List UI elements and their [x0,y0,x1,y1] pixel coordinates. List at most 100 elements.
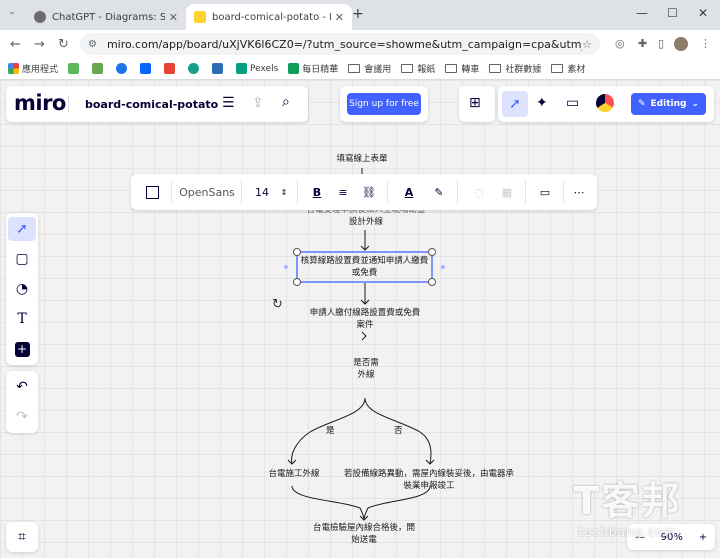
profile-avatar[interactable] [674,37,688,51]
new-tab-icon[interactable]: + [352,6,364,22]
address-bar-row: ← → ↻ ⚙ miro.com/app/board/uXjVK6l6CZ0=/… [0,30,720,58]
tab-search-icon[interactable]: ⌄ [8,7,16,17]
fill-pattern-icon[interactable]: ▦ [501,185,513,199]
reactions-icon[interactable]: ✦ [536,95,548,111]
bookmark-apps[interactable]: 應用程式 [8,62,58,75]
folder-icon [401,64,414,73]
search-icon[interactable]: ⌕ [282,94,290,110]
miro-logo[interactable]: miro [14,91,66,115]
sticky-note-icon[interactable]: ▢ [15,251,29,267]
pencil-icon: ✎ [637,99,646,109]
border-style-icon[interactable]: ◌ [474,185,484,199]
frames-icon[interactable]: ⌗ [18,529,26,545]
apps-add-icon[interactable]: ⊞ [469,95,481,111]
menu-icon[interactable]: ⋮ [700,37,711,50]
menu-icon[interactable]: ☰ [222,95,235,111]
minimize-icon[interactable]: — [636,6,648,20]
text-color-icon[interactable]: A [404,185,414,199]
zoom-out-icon[interactable]: — [634,531,645,543]
bookmark-folder-meeting[interactable]: 會議用 [348,62,391,75]
font-size-input[interactable]: 14 [255,185,269,199]
bookmark-daily[interactable]: 每日精華 [288,62,338,75]
more-tools-icon[interactable]: + [8,337,36,361]
cursor-tool-icon[interactable]: ➚ [502,91,528,117]
bookmark-site[interactable] [140,63,154,74]
sidebar-icon[interactable]: ▯ [658,37,665,50]
highlight-icon[interactable]: ✎ [434,185,444,199]
browser-tab-bar: ⌄ ChatGPT - Diagrams: Show M ✕ board-com… [0,0,720,30]
font-size-stepper-icon[interactable]: ⇕ [280,187,288,197]
node-text-line: 外線 [357,370,375,380]
bookmark-site[interactable] [92,63,106,74]
text-tool-icon[interactable]: T [17,311,27,327]
close-window-icon[interactable]: ✕ [698,6,709,20]
bookmark-site[interactable] [68,63,82,74]
miro-board-canvas[interactable]: miro board-comical-potato ☰ ⇪ ⌕ Sign up … [0,80,720,558]
board-name[interactable]: board-comical-potato [85,98,219,111]
editing-mode-button[interactable]: ✎ Editing ⌄ [631,93,706,115]
apps-panel: ⊞ [459,86,495,122]
node-review[interactable]: 台電受理申請後派人至現場勘查 設計外線 [296,204,436,228]
chatgpt-favicon-icon [34,11,46,23]
bookmark-site[interactable] [164,63,178,74]
zoom-level[interactable]: 90% [660,531,683,543]
comment-icon[interactable]: ▭ [539,185,551,199]
url-bar[interactable]: ⚙ miro.com/app/board/uXjVK6l6CZ0=/?utm_s… [80,33,600,55]
folder-icon [445,64,458,73]
node-relocate[interactable]: 若設備線路異動，需屋內線裝妥後，由電器承 裝業申報竣工 [336,468,522,492]
user-avatar-icon[interactable] [596,94,614,112]
zoom-in-icon[interactable]: + [698,531,708,543]
node-text: 填寫線上表單 [336,154,388,164]
select-tool-icon[interactable]: ➚ [8,217,36,241]
bookmark-pexels[interactable]: Pexels [236,63,278,74]
link-icon[interactable]: ⛓ [362,185,376,199]
sign-up-button[interactable]: Sign up for free [347,93,421,115]
divider [68,95,69,113]
tab-title: ChatGPT - Diagrams: Show M [52,11,165,23]
site-info-icon[interactable]: ⚙ [88,38,97,50]
bookmark-site[interactable] [188,63,202,74]
forward-icon[interactable]: → [34,37,45,52]
node-fill-form[interactable]: 填寫線上表單 [322,153,402,165]
extension-icon[interactable]: ◎ [615,37,625,50]
comments-icon[interactable]: ▭ [566,95,580,111]
share-upload-icon[interactable]: ⇪ [252,95,264,111]
bookmark-label: 轉車 [461,65,480,75]
bookmark-site[interactable] [212,63,226,74]
node-text-line: 裝業申報竣工 [403,481,455,491]
close-tab-icon[interactable]: ✕ [334,10,344,24]
tab-miro[interactable]: board-comical-potato - Miro ✕ [186,4,352,30]
shapes-icon[interactable]: ◔ [15,281,29,297]
bookmark-star-icon[interactable]: ☆ [582,37,592,51]
more-options-icon[interactable]: ⋯ [573,185,585,199]
reload-icon[interactable]: ↻ [58,37,69,52]
node-calc-fee[interactable]: 核算線路設置費並通知申請人繳費 或免費 [297,255,432,279]
bookmark-label: 報紙 [417,65,436,75]
node-inspect[interactable]: 台電檢驗屋內線合格後，開 始送電 [302,522,426,546]
bookmark-folder-news[interactable]: 報紙 [401,62,435,75]
divider [297,180,298,204]
bookmark-folder-assets[interactable]: 素材 [551,62,585,75]
bookmark-label: 每日精華 [302,65,339,75]
node-tpc-build[interactable]: 台電施工外線 [252,468,336,480]
techbang-watermark: T客邦 techbang.com [540,470,715,539]
align-center-icon[interactable]: ≡ [338,185,348,199]
divider [525,180,526,204]
node-need-external[interactable]: 是否需 外線 [336,357,396,381]
bookmark-favicon-icon [116,63,128,74]
node-pay-fee[interactable]: 申請人繳付線路設置費或免費 案件 [300,307,430,331]
bold-icon[interactable]: B [312,185,322,199]
node-text-line: 台電檢驗屋內線合格後，開 [312,523,415,533]
tab-chatgpt[interactable]: ChatGPT - Diagrams: Show M ✕ [26,4,186,30]
undo-icon[interactable]: ↶ [16,379,28,395]
redo-icon[interactable]: ↷ [16,409,28,425]
puzzle-icon[interactable]: ✚ [638,37,648,50]
close-tab-icon[interactable]: ✕ [168,10,178,24]
bookmark-folder-transfer[interactable]: 轉車 [445,62,479,75]
bookmark-folder-social[interactable]: 社群數據 [489,62,541,75]
shape-fill-icon[interactable] [139,174,165,210]
font-family-select[interactable]: OpenSans [179,185,235,199]
maximize-icon[interactable]: ☐ [667,6,678,20]
back-icon[interactable]: ← [10,37,21,52]
bookmark-site[interactable] [116,63,130,74]
